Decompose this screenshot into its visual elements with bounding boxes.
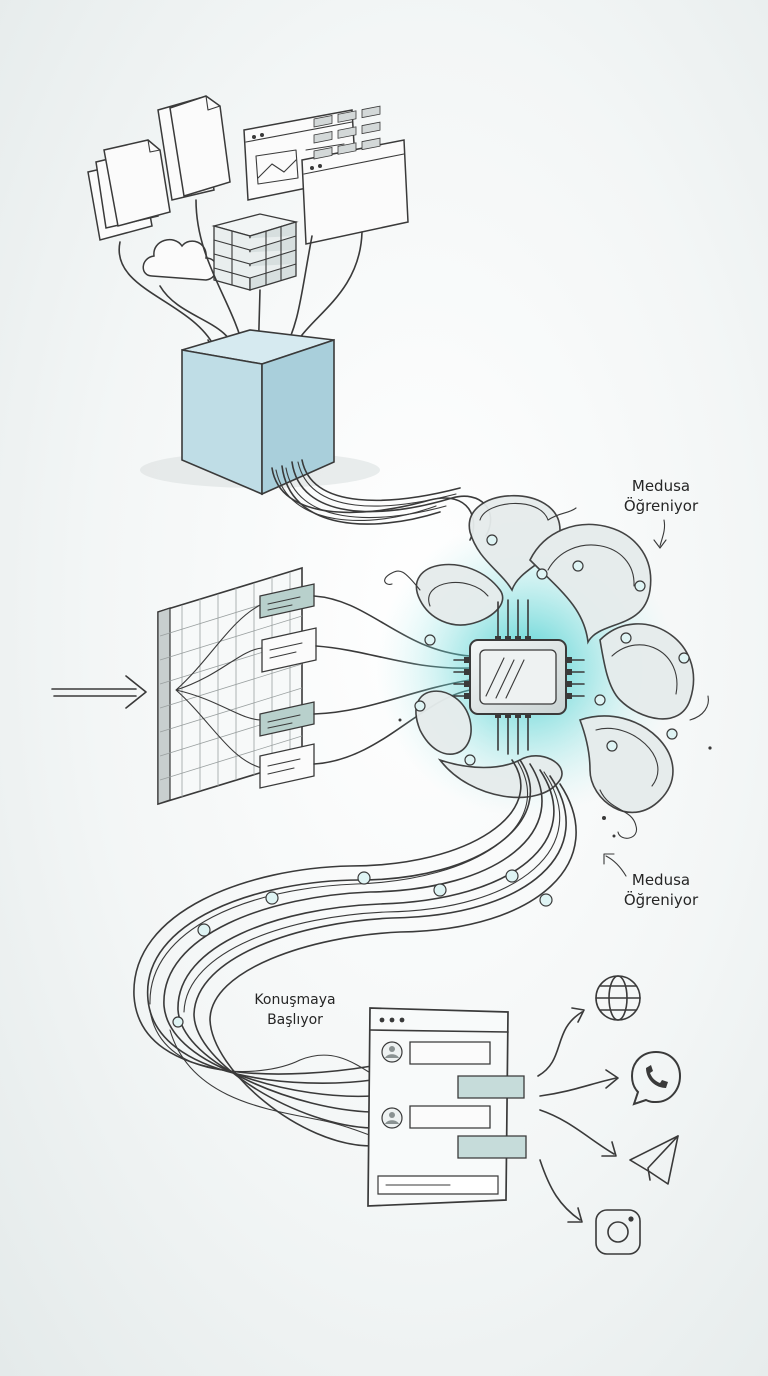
chat-window xyxy=(367,1007,527,1207)
label-line: Öğreniyor xyxy=(623,497,699,515)
label-line: Medusa xyxy=(631,477,691,495)
globe-icon xyxy=(595,975,641,1021)
document-icon xyxy=(157,95,231,201)
label-line: Başlıyor xyxy=(267,1012,323,1028)
output-arrows xyxy=(537,1007,619,1223)
avatar xyxy=(381,1041,403,1063)
telegram-icon xyxy=(629,1135,679,1185)
label-line: Medusa xyxy=(631,871,691,889)
medusa-learning-label-top: Medusa Öğreniyor xyxy=(606,476,716,516)
cable-bundle-lower xyxy=(133,759,577,1147)
attention-token-box xyxy=(261,627,317,673)
chat-start-label: Konuşmaya Başlıyor xyxy=(240,990,350,1030)
document-stack-icon xyxy=(87,139,171,241)
medusa-learning-label-bottom: Medusa Öğreniyor xyxy=(606,870,716,910)
instagram-icon xyxy=(595,1209,641,1255)
spreadsheet-icon xyxy=(301,105,409,245)
label-line: Öğreniyor xyxy=(623,891,699,909)
attention-token-box xyxy=(259,701,315,737)
input-arrow xyxy=(51,675,147,709)
avatar xyxy=(381,1107,403,1129)
attention-token-box xyxy=(259,583,315,619)
data-sources xyxy=(87,95,409,365)
processor-chip-icon xyxy=(453,599,585,755)
ingest-box xyxy=(140,329,380,496)
label-line: Konuşmaya xyxy=(254,992,336,1008)
database-blocks-icon xyxy=(211,213,299,291)
cloud-icon xyxy=(142,238,218,281)
label-arrows xyxy=(603,519,667,877)
attention-token-box xyxy=(259,743,315,789)
whatsapp-icon xyxy=(630,1050,682,1106)
